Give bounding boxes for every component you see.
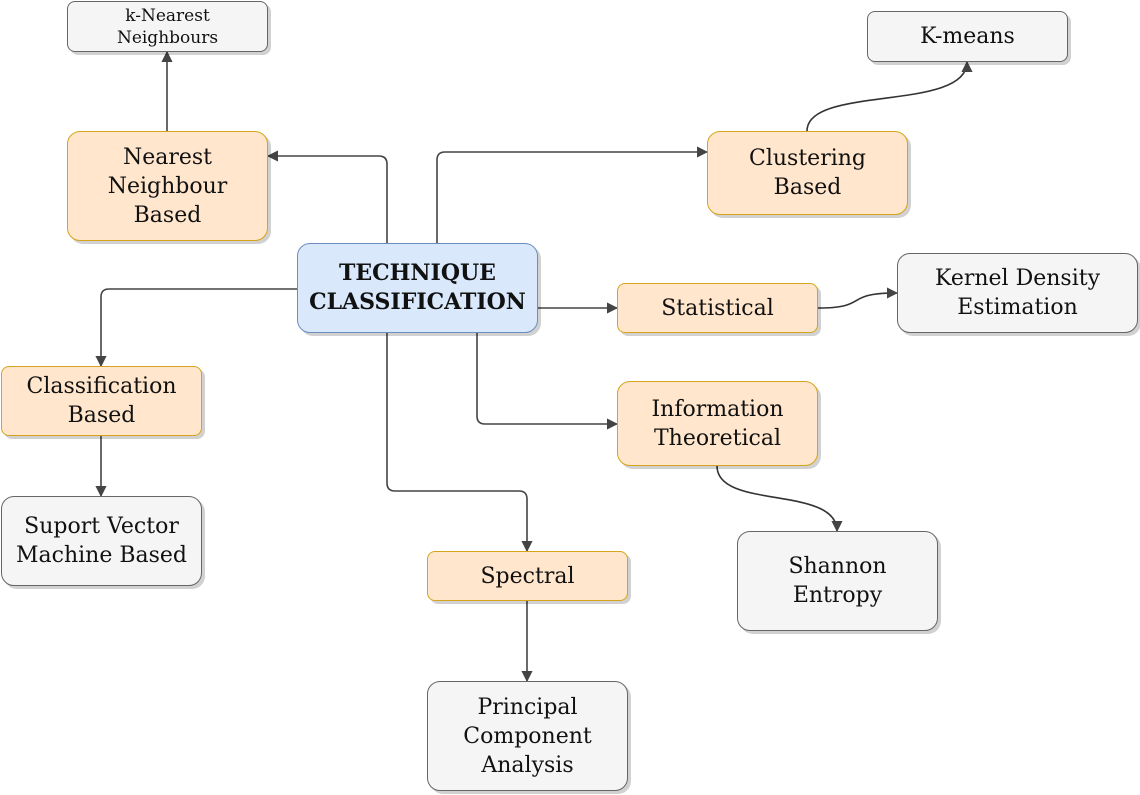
spectral-node[interactable]: Spectral <box>427 551 628 601</box>
edge-root-spectral <box>386 333 533 553</box>
edge-root-classification <box>95 288 297 368</box>
statistical-node[interactable]: Statistical <box>617 283 818 333</box>
edge-root-clustering <box>436 146 709 243</box>
edge-root-information <box>476 333 619 430</box>
information-theoretical-node[interactable]: Information Theoretical <box>617 381 818 466</box>
principal-component-analysis-node[interactable]: Principal Component Analysis <box>427 681 628 791</box>
kernel-density-estimation-node[interactable]: Kernel Density Estimation <box>897 253 1138 333</box>
classification-based-node[interactable]: Classification Based <box>1 366 202 436</box>
support-vector-machine-based-node[interactable]: Suport Vector Machine Based <box>1 496 202 586</box>
technique-classification-node[interactable]: TECHNIQUE CLASSIFICATION <box>297 243 538 333</box>
edge-clustering-kmeans <box>806 60 973 132</box>
k-means-node[interactable]: K-means <box>867 11 1068 62</box>
edge-information-shannon <box>716 465 843 533</box>
shannon-entropy-node[interactable]: Shannon Entropy <box>737 531 938 631</box>
clustering-based-node[interactable]: Clustering Based <box>707 131 908 215</box>
edge-root-nearest-neighbour <box>266 150 388 243</box>
nearest-neighbour-based-node[interactable]: Nearest Neighbour Based <box>67 131 268 241</box>
edge-statistical-kde <box>817 287 899 309</box>
k-nearest-neighbours-node[interactable]: k-Nearest Neighbours <box>67 1 268 52</box>
